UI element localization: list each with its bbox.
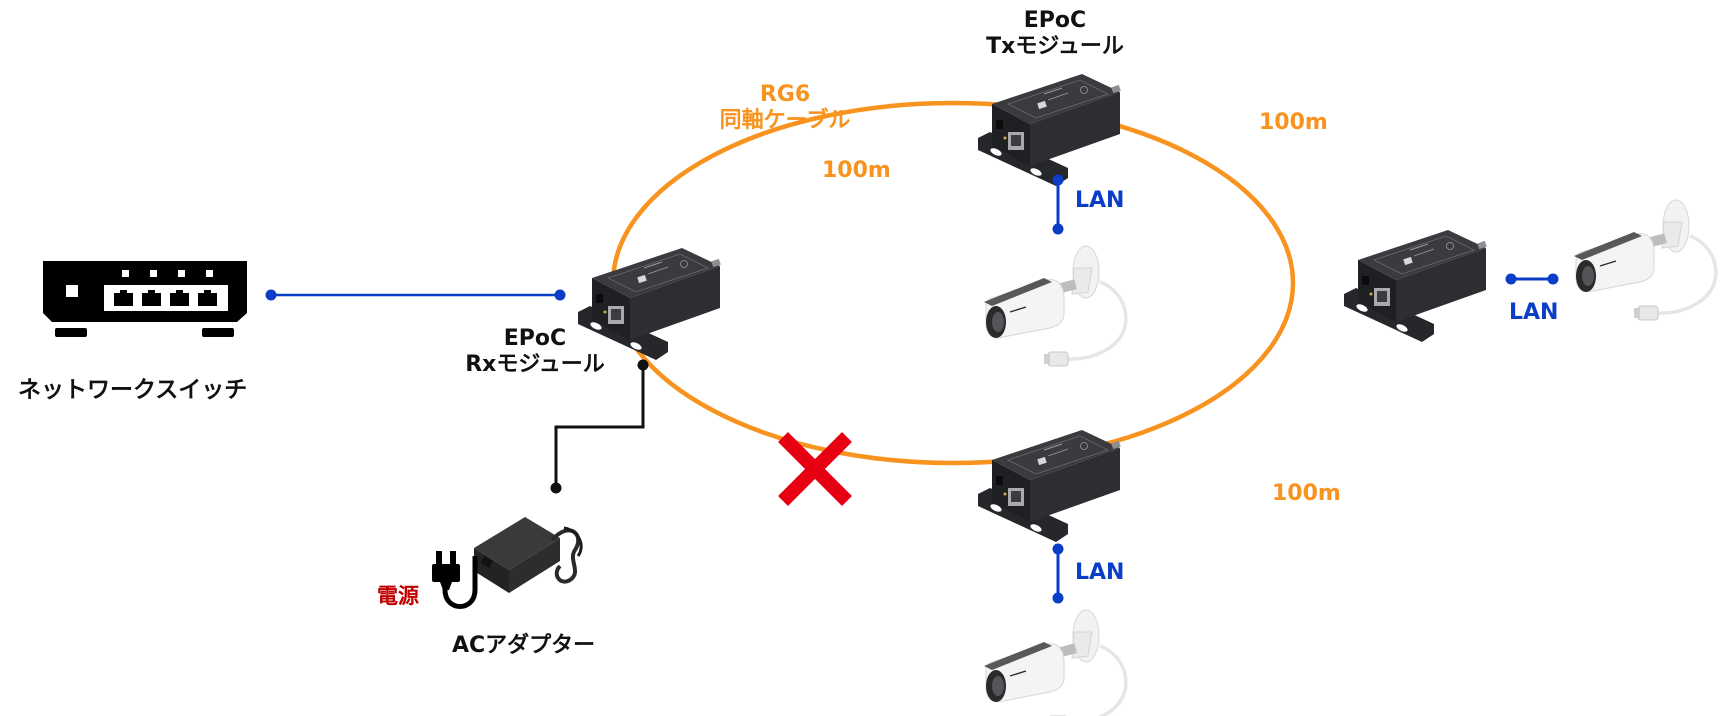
network-switch-label: ネットワークスイッチ (18, 377, 248, 403)
lan-link-top (1052, 174, 1064, 235)
rx-module-label: EPoC Rxモジュール (455, 326, 615, 378)
coax-cable-label: RG6 同軸ケーブル (700, 82, 870, 134)
lan-label-right: LAN (1509, 300, 1559, 325)
distance-label-top-right: 100m (1259, 110, 1328, 135)
lan-label-top: LAN (1075, 188, 1125, 213)
epoc-tx-module-top-icon (977, 73, 1122, 187)
coax-cable-label-line2: 同軸ケーブル (719, 107, 851, 133)
lan-link-right (1505, 273, 1559, 285)
tx-module-label-line1: EPoC (1023, 8, 1087, 33)
rx-module-label-line2: Rxモジュール (465, 351, 605, 377)
power-plug-icon (432, 551, 478, 609)
bullet-camera-top-icon (982, 244, 1128, 368)
coax-cable-label-line1: RG6 (759, 82, 811, 107)
ac-adapter-icon (474, 517, 583, 593)
distance-label-bottom-right: 100m (1272, 481, 1341, 506)
lan-label-bottom: LAN (1075, 560, 1125, 585)
power-line-rx-adapter (550, 359, 649, 494)
lan-link-switch-rx (265, 289, 566, 301)
epoc-tx-module-bottom-icon (977, 429, 1122, 543)
epoc-tx-module-right-icon (1343, 229, 1488, 343)
lan-link-bottom (1052, 543, 1064, 604)
ac-adapter-label: ACアダプター (452, 633, 596, 658)
power-label: 電源 (377, 584, 419, 608)
bullet-camera-right-icon (1572, 198, 1718, 322)
network-switch-icon (43, 261, 247, 337)
bullet-camera-bottom-icon (982, 608, 1128, 716)
distance-label-top-left: 100m (822, 158, 891, 183)
cross-mark-icon (778, 432, 852, 506)
tx-module-label-line2: Txモジュール (986, 33, 1124, 59)
tx-module-label: EPoC Txモジュール (975, 8, 1135, 60)
rx-module-label-line1: EPoC (503, 326, 567, 351)
